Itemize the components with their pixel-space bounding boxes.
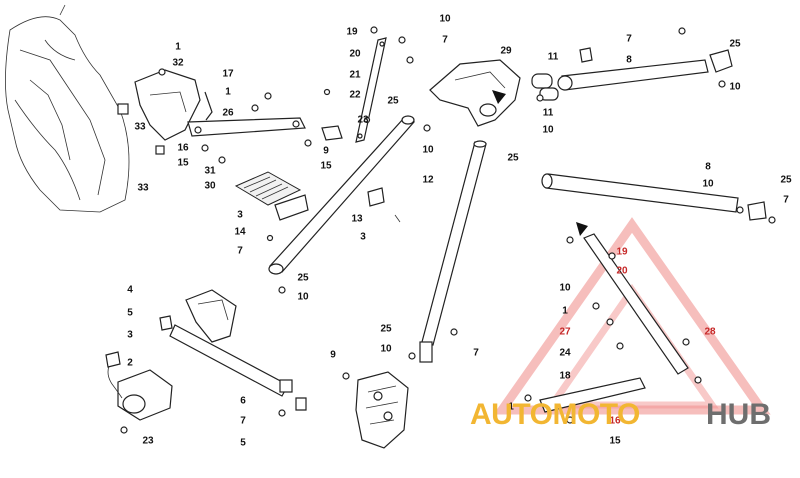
callout-32: 32: [172, 58, 184, 69]
callout-18: 18: [559, 371, 571, 382]
callout-10: 10: [542, 125, 554, 136]
standoff-bar-20: [323, 26, 414, 143]
callout-1: 1: [175, 42, 181, 53]
callout-26: 26: [222, 108, 234, 119]
watermark-word-b: HUB: [706, 398, 771, 431]
bushings-11: [531, 73, 559, 102]
callout-25: 25: [729, 39, 741, 50]
callout-7: 7: [626, 34, 632, 45]
callout-25: 25: [297, 273, 309, 284]
pedal-bracket-assembly: [524, 222, 702, 424]
callout-4: 4: [127, 285, 133, 296]
gearbox-housing: [342, 371, 409, 449]
callout-12: 12: [422, 175, 434, 186]
column-tube: [408, 140, 487, 363]
steering-tube-12: [268, 115, 431, 294]
cross-bar-26: [187, 91, 312, 164]
callout-1: 1: [562, 306, 568, 317]
callout-28: 28: [704, 327, 716, 338]
callout-1: 1: [225, 87, 231, 98]
callout-23: 23: [142, 436, 154, 447]
callout-11: 11: [543, 108, 554, 119]
callout-24: 24: [559, 348, 571, 359]
callout-20: 20: [349, 49, 361, 60]
callout-17: 17: [222, 69, 234, 80]
callout-9: 9: [323, 146, 329, 157]
callout-13: 13: [351, 214, 363, 225]
callout-9: 9: [330, 350, 336, 361]
callout-1: 1: [508, 402, 514, 413]
switch-block-14: [234, 171, 309, 242]
callout-27: 27: [559, 327, 571, 338]
callout-6: 6: [240, 396, 246, 407]
callout-14: 14: [234, 227, 246, 238]
callout-25: 25: [380, 324, 392, 335]
actuator-bracket-4: [159, 289, 237, 343]
clip-13: [367, 187, 401, 223]
callout-10: 10: [439, 14, 451, 25]
grommet-9: [321, 125, 343, 141]
shift-bar-6: [169, 324, 307, 417]
front-body-panel: [5, 4, 130, 213]
actuator-motor-2: [105, 351, 173, 434]
callout-15: 15: [320, 161, 332, 172]
callout-7: 7: [473, 348, 479, 359]
callout-10: 10: [297, 292, 309, 303]
callout-25: 25: [387, 96, 399, 107]
callout-23: 23: [357, 115, 369, 126]
callout-30: 30: [204, 181, 216, 192]
callout-15: 15: [177, 158, 189, 169]
callout-16: 16: [177, 143, 189, 154]
callout-7: 7: [240, 416, 246, 427]
callout-5: 5: [127, 308, 133, 319]
callout-5: 5: [240, 438, 246, 449]
callout-33: 33: [134, 122, 146, 133]
tie-rod-8-upper: [557, 27, 733, 91]
callout-25: 25: [780, 175, 792, 186]
callout-19: 19: [616, 247, 628, 258]
callout-10: 10: [422, 145, 434, 156]
callout-10: 10: [729, 82, 741, 93]
callout-21: 21: [349, 70, 361, 81]
callout-3: 3: [127, 330, 133, 341]
tie-rod-8-lower: [541, 173, 776, 224]
callout-19: 19: [346, 27, 358, 38]
callout-29: 29: [500, 46, 512, 57]
watermark-word-a: AUTOMOTO: [470, 398, 640, 431]
callout-7: 7: [783, 195, 789, 206]
callout-3: 3: [237, 210, 243, 221]
callout-8: 8: [705, 162, 711, 173]
bracket-32: [117, 68, 201, 155]
callout-33: 33: [137, 183, 149, 194]
watermark-logo: AUTOMOTO HUB: [470, 398, 771, 431]
callout-22: 22: [349, 90, 361, 101]
callout-10: 10: [559, 283, 571, 294]
callout-3: 3: [360, 232, 366, 243]
callout-20: 20: [616, 266, 628, 277]
callout-31: 31: [204, 166, 216, 177]
callout-10: 10: [380, 344, 392, 355]
mount-bracket-29: [429, 59, 521, 127]
callout-2: 2: [127, 358, 133, 369]
callout-7: 7: [442, 35, 448, 46]
callout-11: 11: [548, 52, 559, 63]
callout-16: 16: [609, 416, 621, 427]
callout-15: 15: [609, 436, 621, 447]
callout-labels: 1323333161531301712615921222319201072925…: [127, 14, 792, 449]
callout-10: 10: [702, 179, 714, 190]
callout-8: 8: [626, 55, 632, 66]
callout-25: 25: [507, 153, 519, 164]
callout-7: 7: [237, 246, 243, 257]
